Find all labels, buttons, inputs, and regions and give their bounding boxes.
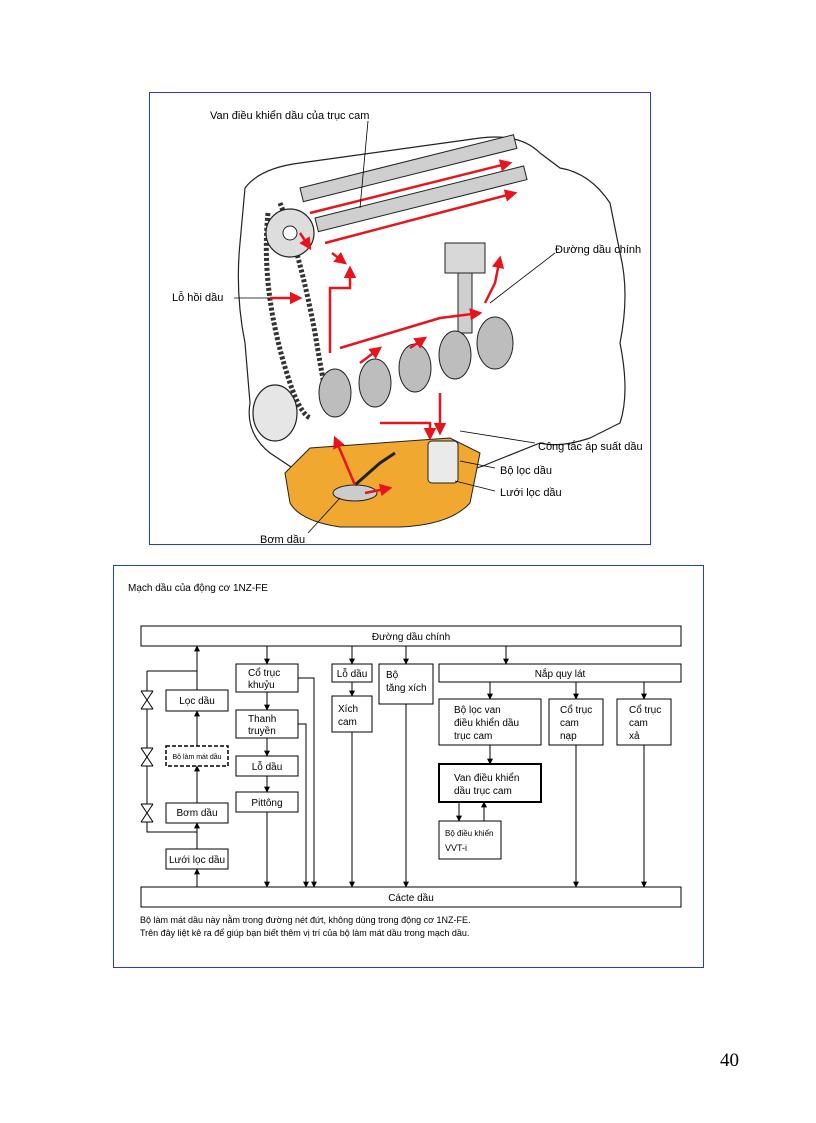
crank-pulley [252, 384, 298, 442]
chain-cam-label-2: cam [338, 717, 357, 728]
exhaust-cam-label-3: xả [629, 731, 640, 742]
oil-cooler-label: Bộ làm mát dầu [172, 752, 221, 761]
tensioner-label-1: Bộ [386, 670, 399, 681]
main-gallery-box [140, 625, 682, 647]
ocv-filter-label-1: Bộ lọc van [454, 705, 501, 716]
cooler-note-1: Bộ làm mát dầu này nằm trong đường nét đ… [140, 915, 471, 925]
exhaust-cam-label-1: Cổ trục [629, 704, 661, 716]
oil-strainer-label: Lưới lọc dầu [169, 854, 225, 866]
label-oil-filter: Bộ lọc dầu [500, 465, 552, 477]
label-oil-strainer: Lưới lọc dầu [500, 487, 562, 499]
engine-block-outline [237, 136, 626, 490]
ocv-label-2: dầu trục cam [454, 785, 512, 797]
intake-cam-label-1: Cổ trục [560, 704, 592, 716]
conrod-label-1: Thanh [248, 714, 276, 725]
oil-filter-label: Lọc dầu [179, 695, 215, 707]
intake-cam-label-3: nạp [560, 731, 577, 742]
label-oil-pump: Bơm dầu [260, 534, 305, 543]
intake-cam-label-2: cam [560, 718, 579, 729]
oil-circuit-diagram: Mạch dầu của động cơ 1NZ-FE [113, 565, 704, 968]
label-oil-return-hole: Lỗ hồi dầu [172, 291, 223, 304]
vvti-box [438, 820, 502, 860]
piston-label: Pittông [251, 798, 282, 809]
exhaust-cam-label-2: cam [629, 718, 648, 729]
engine-illustration: Van điều khiển dầu của trục cam Đường dầ… [172, 110, 643, 546]
oil-filter-part [427, 440, 459, 484]
chain-cam-label-1: Xích [338, 704, 358, 715]
tensioner-label-2: tăng xích [386, 683, 427, 694]
ocv-label-1: Van điều khiển [454, 772, 519, 784]
chain-oil-hole-label: Lỗ dầu [337, 667, 368, 680]
oil-pump-label: Bơm dầu [176, 807, 217, 819]
conrod-label-2: truyền [248, 725, 276, 737]
vvti-label-1: Bộ điều khiển [445, 829, 493, 838]
label-oil-pressure-switch: Công tắc áp suất dầu [538, 440, 643, 453]
label-camshaft-oil-control-valve: Van điều khiển dầu của trục cam [210, 110, 369, 122]
crankshaft [318, 316, 514, 418]
cylinder-head-box [438, 663, 682, 683]
flow-chart: Đường dầu chính Cácte dầu Lọc dầu Bộ làm… [140, 625, 682, 908]
crank-oil-hole-label: Lỗ dầu [252, 760, 283, 773]
vvti-label-2: VVT-i [445, 843, 467, 853]
oil-pan-box [140, 886, 682, 908]
main-gallery-label: Đường dầu chính [372, 631, 450, 643]
page-number: 40 [720, 1050, 739, 1071]
label-main-oil-gallery: Đường dầu chính [555, 244, 641, 256]
camshafts [299, 134, 528, 233]
ocv-filter-label-2: điều khiển dầu [454, 717, 519, 729]
diagram-title: Mạch dầu của động cơ 1NZ-FE [128, 583, 268, 594]
crankshaft-label-2: khuỷu [248, 679, 275, 691]
crankshaft-label-1: Cổ trục [248, 667, 280, 679]
cooler-note-2: Trên đây liệt kê ra để giúp bạn biết thê… [140, 928, 470, 938]
engine-lubrication-figure: Van điều khiển dầu của trục cam Đường dầ… [149, 92, 651, 546]
ocv-filter-label-3: trục cam [454, 731, 492, 742]
piston [444, 242, 486, 274]
conrod [457, 272, 473, 334]
check-valves [140, 670, 197, 833]
cylinder-head-label: Nắp quy lát [535, 667, 586, 680]
oil-flow-paths [270, 159, 518, 497]
oil-pan-label: Cácte dầu [388, 892, 434, 904]
